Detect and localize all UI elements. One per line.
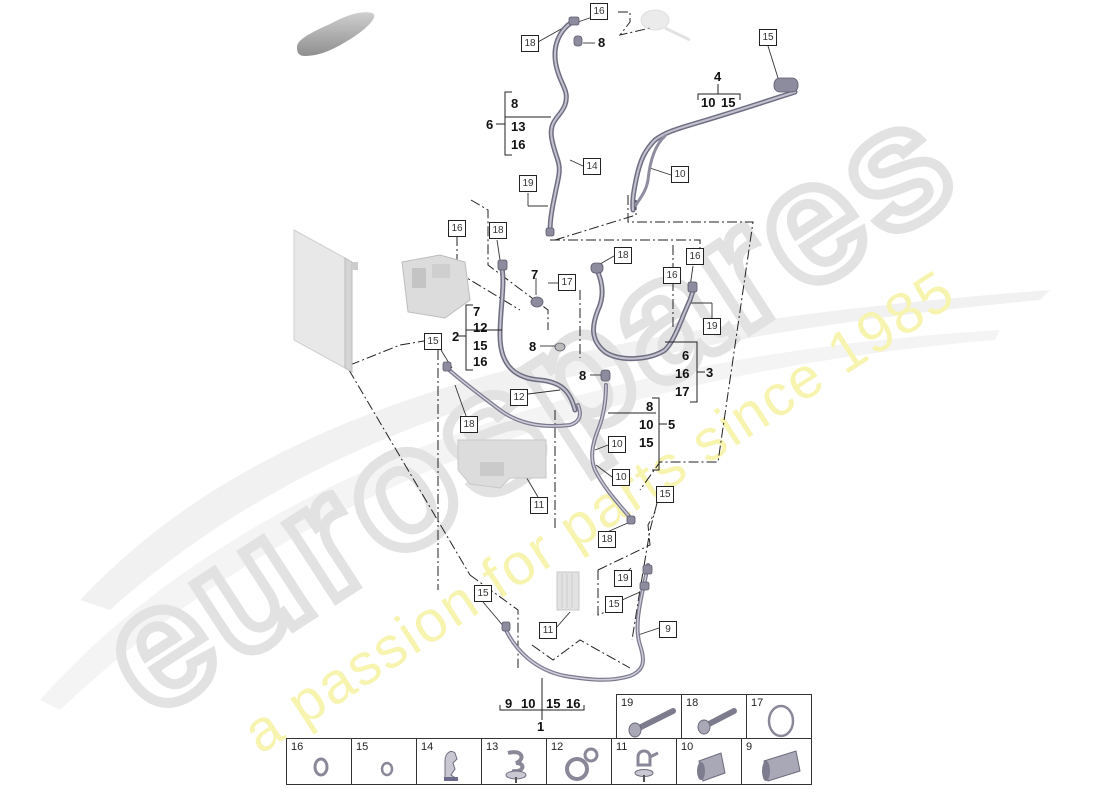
assembly-item: 9: [505, 696, 513, 711]
seal-ring-small-icon: [380, 761, 394, 777]
callout-part-18: 18: [614, 247, 632, 264]
o-ring-large-icon: [767, 704, 795, 738]
spiral-clip-icon: [505, 750, 527, 783]
assembly-item: 17: [675, 384, 690, 399]
short-bolt-icon: [697, 708, 737, 735]
assembly-item: 16: [473, 354, 488, 369]
pipe-clip-icon: [444, 750, 459, 781]
callout-part-19: 19: [703, 318, 721, 335]
grommet-small-icon: [697, 752, 726, 782]
assembly-item: 16: [511, 137, 526, 152]
legend-cell-19: 19: [616, 694, 682, 739]
legend-number: 14: [421, 741, 434, 753]
callout-part-14: 14: [583, 158, 601, 175]
assembly-item: 15: [721, 95, 736, 110]
callout-part-16: 16: [590, 3, 608, 20]
assembly-item: 15: [639, 435, 654, 450]
assembly-item: 15: [546, 696, 561, 711]
seal-ring-icon: [313, 757, 329, 777]
callout-part-16: 16: [686, 248, 704, 265]
assembly-number: 5: [668, 417, 676, 432]
label-part-7: 7: [531, 267, 539, 282]
assembly-item: 10: [701, 95, 716, 110]
legend-cell-9: 9: [741, 738, 812, 785]
legend-cell-18: 18: [681, 694, 747, 739]
evaporator: [457, 439, 547, 489]
callout-part-18: 18: [489, 222, 507, 239]
callout-part-15: 15: [424, 333, 442, 350]
legend-number: 10: [681, 741, 694, 753]
assembly-item: 12: [473, 320, 488, 335]
callout-part-15: 15: [759, 29, 777, 46]
legend-cell-14: 14: [416, 738, 482, 785]
callout-part-19: 19: [519, 175, 537, 192]
callout-part-18: 18: [598, 531, 616, 548]
assembly-item: 16: [675, 366, 690, 381]
legend-cell-15: 15: [351, 738, 417, 785]
callout-part-10: 10: [608, 436, 626, 453]
callout-part-19: 19: [614, 570, 632, 587]
legend-cell-11: 11: [611, 738, 677, 785]
holder-clip-icon: [634, 749, 659, 782]
callout-part-17: 17: [558, 274, 576, 291]
legend-number: 15: [356, 741, 369, 753]
fittings: [442, 16, 799, 632]
assembly-item: 16: [566, 696, 581, 711]
legend-number: 11: [616, 741, 628, 753]
assembly-brackets: [458, 84, 741, 720]
label-part-8: 8: [579, 368, 587, 383]
legend-number: 13: [486, 741, 499, 753]
label-part-8: 8: [529, 339, 537, 354]
assembly-item: 10: [521, 696, 536, 711]
assembly-number: 1: [537, 719, 545, 734]
assembly-item: 6: [682, 348, 690, 363]
callout-part-18: 18: [460, 416, 478, 433]
legend-number: 9: [746, 741, 753, 753]
assembly-item: 8: [511, 96, 519, 111]
callout-part-18: 18: [521, 35, 539, 52]
assembly-item: 13: [511, 119, 526, 134]
callout-part-16: 16: [448, 220, 466, 237]
legend-number: 16: [291, 741, 304, 753]
long-bolt-icon: [628, 708, 676, 738]
grommet-large-icon: [762, 750, 801, 782]
callout-part-10: 10: [671, 166, 689, 183]
dashed-boundaries: [348, 11, 754, 669]
legend-number: 12: [551, 741, 564, 753]
callout-part-15: 15: [605, 596, 623, 613]
assembly-number: 4: [714, 69, 722, 84]
callout-part-11: 11: [530, 497, 548, 514]
compressor: [401, 254, 471, 319]
label-part-8: 8: [598, 35, 606, 50]
assembly-number: 3: [706, 365, 714, 380]
callout-part-9: 9: [659, 621, 677, 638]
top-valve-ghost: [640, 9, 691, 42]
legend-number: 18: [686, 697, 699, 709]
legend-cell-13: 13: [481, 738, 547, 785]
callout-part-11: 11: [539, 622, 557, 639]
legend-cell-16: 16: [286, 738, 352, 785]
callout-part-15: 15: [656, 486, 674, 503]
legend-cell-12: 12: [546, 738, 612, 785]
callout-part-16: 16: [663, 267, 681, 284]
assembly-number: 2: [452, 329, 460, 344]
assembly-number: 6: [486, 117, 494, 132]
callout-part-12: 12: [510, 389, 528, 406]
callout-part-10: 10: [612, 469, 630, 486]
legend-number: 19: [621, 697, 634, 709]
condenser: [293, 229, 358, 373]
legend-number: 17: [751, 697, 764, 709]
heat-exchanger: [556, 571, 580, 611]
assembly-item: 15: [473, 338, 488, 353]
double-clamp-icon: [565, 747, 599, 781]
assembly-item: 10: [639, 417, 654, 432]
legend-cell-10: 10: [676, 738, 742, 785]
legend-cell-17: 17: [746, 694, 812, 739]
callout-part-15: 15: [474, 585, 492, 602]
hoses: [445, 19, 798, 682]
assembly-item: 7: [473, 304, 481, 319]
assembly-item: 8: [646, 399, 654, 414]
